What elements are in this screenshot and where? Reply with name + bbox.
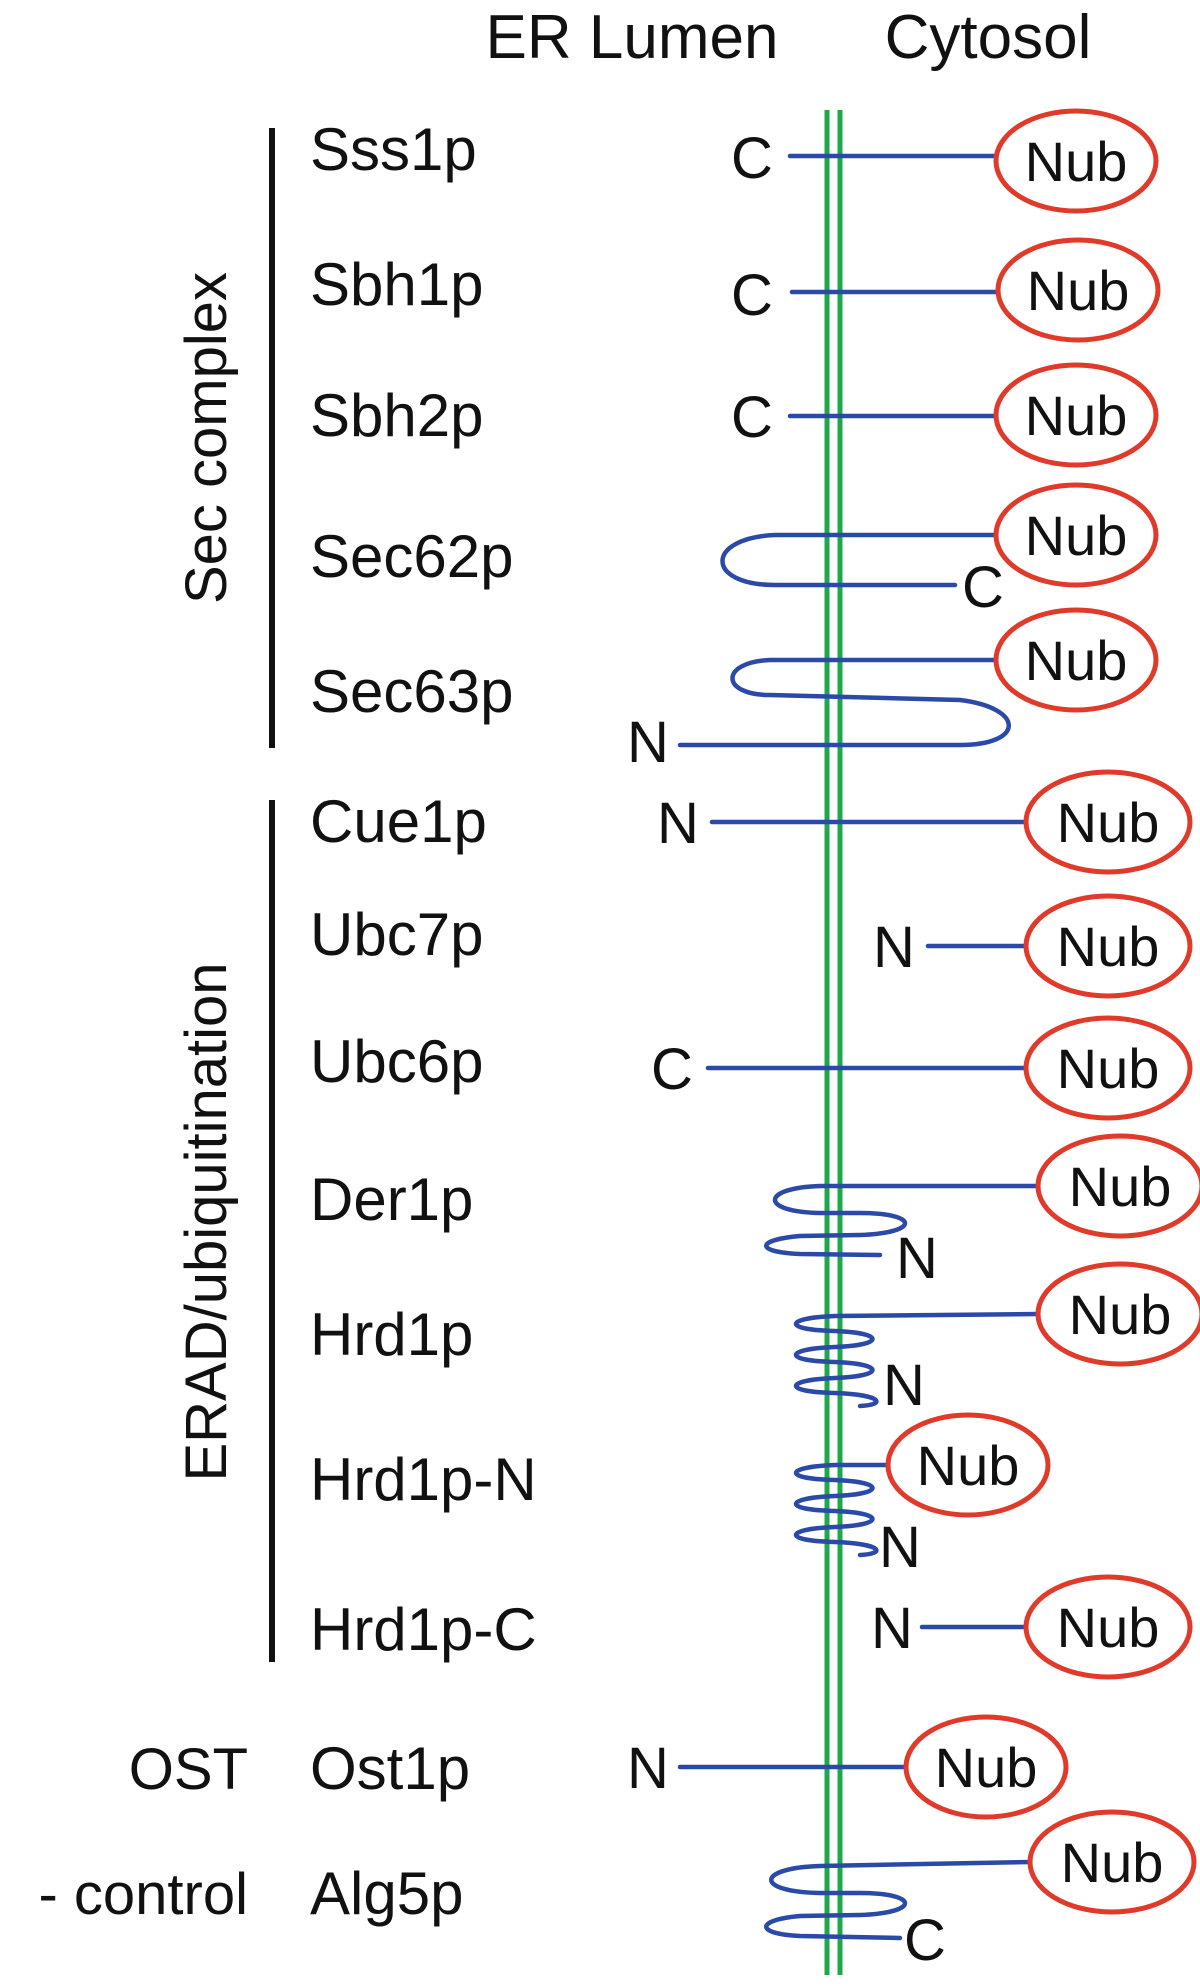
protein-name: Hrd1p-C [310,1596,537,1663]
header-er-lumen: ER Lumen [486,3,779,72]
nub-tag: Nub [993,108,1159,214]
nub-tag: Nub [1027,1809,1197,1915]
terminus-label: N [879,1515,921,1580]
nub-tag: Nub [1023,1015,1193,1121]
nub-tag: Nub [903,1714,1069,1820]
nub-label: Nub [1025,629,1128,692]
terminus-label: C [731,263,773,328]
protein-name: Hrd1p [310,1301,473,1368]
nub-label: Nub [1069,1155,1172,1218]
protein-name: Ost1p [310,1735,470,1802]
chain-hrd1p [794,1311,1041,1409]
terminus-label: N [627,1736,669,1801]
chain-sec62p [720,532,1003,588]
nub-tag: Nub [1035,1261,1200,1367]
protein-name-list: Sss1p Sbh1p Sbh2p Sec62p Sec63p Cue1p Ub… [310,116,537,1927]
protein-name: Sbh2p [310,382,484,449]
chain-sec63p [677,657,1011,748]
terminus-label: C [651,1037,693,1102]
nub-tag: Nub [885,1412,1051,1518]
nub-label: Nub [917,1434,1020,1497]
protein-name: Sss1p [310,116,477,183]
group-label-negative-control: - control [38,1862,248,1927]
terminus-labels: C C C C N N N C N N N N N C [627,126,1004,1973]
terminus-label: C [962,555,1004,620]
chain-der1p [764,1183,1041,1258]
nub-label: Nub [1057,1596,1160,1659]
nub-tag: Nub [1023,1574,1193,1680]
nub-tag: Nub [993,607,1159,713]
terminus-label: N [871,1596,913,1661]
terminus-label: N [873,915,915,980]
chain-hrd1p-n [794,1462,893,1558]
nub-label: Nub [1027,259,1130,322]
nub-label: Nub [935,1736,1038,1799]
nub-tags: Nub Nub Nub Nub Nub Nub Nub Nub Nub Nub … [885,108,1200,1915]
nub-tag: Nub [995,237,1161,343]
protein-name: Sec63p [310,658,514,725]
nub-label: Nub [1057,1037,1160,1100]
nub-tag: Nub [993,482,1159,588]
group-label-sec-complex: Sec complex [174,272,239,604]
protein-name: Sbh1p [310,251,484,318]
group-label-ost: OST [129,1737,248,1802]
terminus-label: N [896,1226,938,1291]
group-label-erad-ubiquitination: ERAD/ubiquitination [174,962,239,1481]
nub-label: Nub [1025,130,1128,193]
terminus-label: N [627,710,669,775]
terminus-label: N [883,1353,925,1418]
terminus-label: C [731,126,773,191]
terminus-label: C [731,385,773,450]
protein-name: Der1p [310,1166,473,1233]
nub-label: Nub [1025,384,1128,447]
nub-tag: Nub [1023,769,1193,875]
header-cytosol: Cytosol [885,3,1092,72]
er-membrane [824,110,843,1975]
protein-name: Hrd1p-N [310,1446,537,1513]
nub-label: Nub [1057,915,1160,978]
chain-alg5p [764,1859,1033,1941]
terminus-label: N [657,791,699,856]
nub-label: Nub [1057,791,1160,854]
nub-label: Nub [1061,1831,1164,1894]
protein-name: Sec62p [310,523,514,590]
protein-name: Ubc7p [310,901,483,968]
nub-tag: Nub [1035,1133,1200,1239]
protein-name: Ubc6p [310,1028,483,1095]
nub-tag: Nub [1023,893,1193,999]
terminus-label: C [904,1908,946,1973]
nub-tag: Nub [993,362,1159,468]
nub-label: Nub [1069,1283,1172,1346]
protein-name: Alg5p [310,1860,463,1927]
protein-chains [677,153,1041,1941]
protein-name: Cue1p [310,788,487,855]
nub-label: Nub [1025,504,1128,567]
